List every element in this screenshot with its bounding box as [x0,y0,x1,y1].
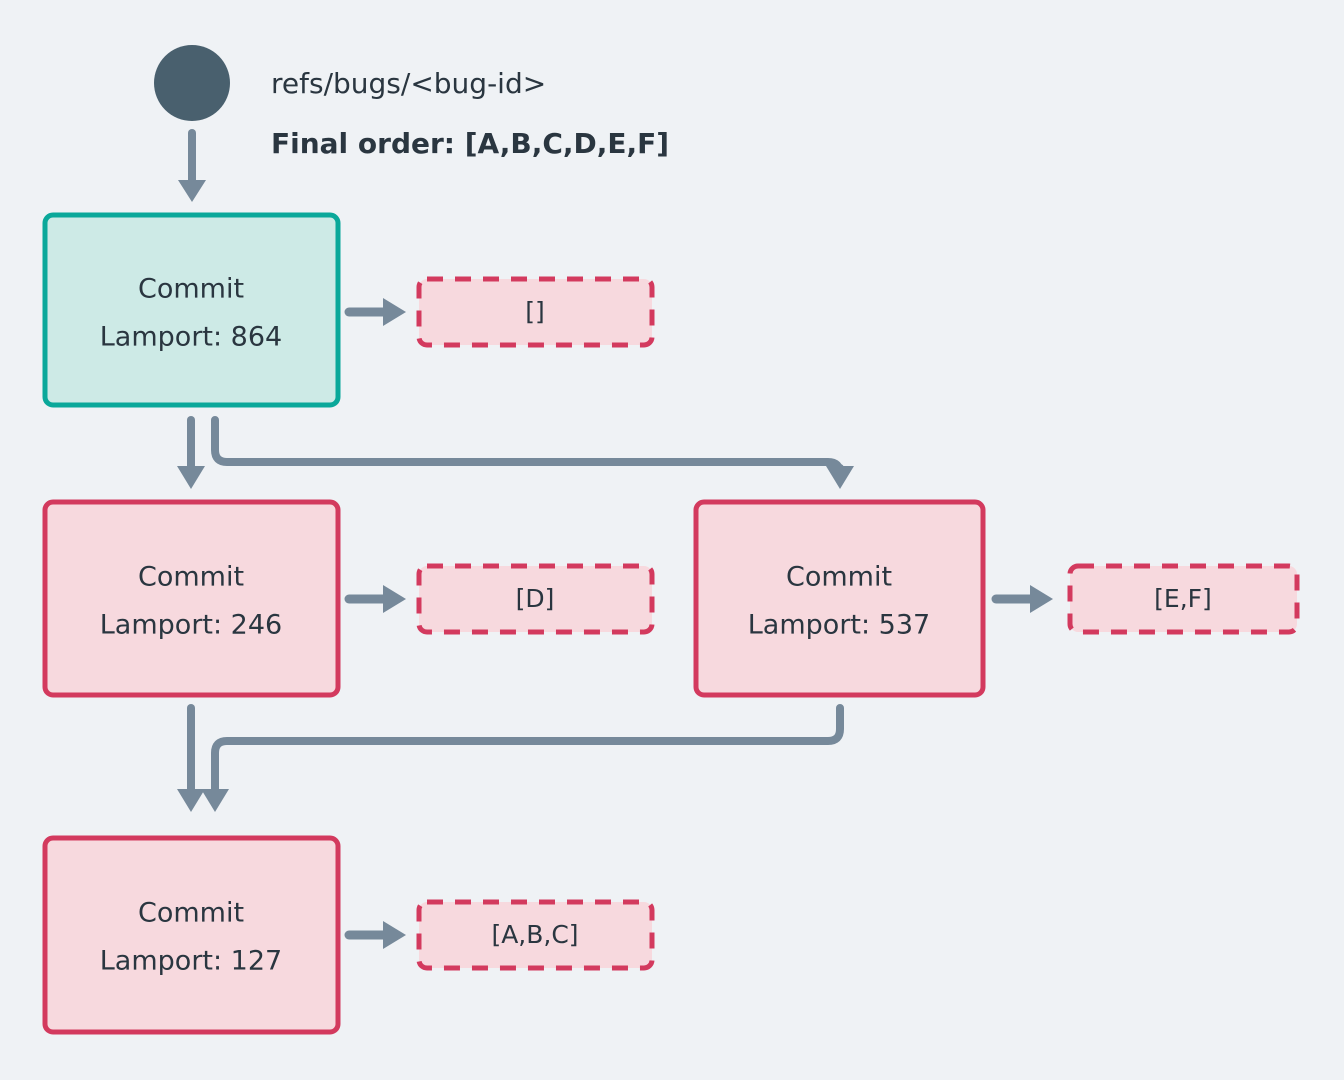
commit-box-537[interactable] [693,499,986,698]
ref-path-label: refs/bugs/<bug-id> [271,67,546,100]
queue-box-537[interactable] [1067,563,1300,635]
commit-title-537: Commit [786,562,892,593]
queue-node-246[interactable]: [D] [416,563,655,635]
commit-node-864[interactable]: Commit Lamport: 864 [42,212,341,408]
edge-commit-246-to-commit-127 [177,704,205,812]
queue-label-246: [D] [516,584,555,613]
commit-box-127[interactable] [42,835,341,1035]
queue-label-864: [] [525,297,545,326]
queue-box-127[interactable] [416,899,655,971]
commit-lamport-864: Lamport: 864 [100,322,282,353]
edge-commit-864-to-commit-537 [211,416,854,489]
commit-node-127[interactable]: Commit Lamport: 127 [42,835,341,1035]
queue-node-127[interactable]: [A,B,C] [416,899,655,971]
commit-box-864[interactable] [42,212,341,408]
commit-box-246[interactable] [42,499,341,698]
edge-commit-864-to-commit-246 [177,416,205,489]
commit-lamport-246: Lamport: 246 [100,610,282,641]
final-order-label: Final order: [A,B,C,D,E,F] [271,127,669,160]
queue-label-537: [E,F] [1154,584,1212,613]
root-commit-dot[interactable] [154,45,230,121]
commit-lamport-537: Lamport: 537 [748,610,930,641]
commit-title-864: Commit [138,274,244,305]
queue-box-246[interactable] [416,563,655,635]
edge-commit-127-to-queue [344,921,406,949]
edge-commit-537-to-commit-127 [201,704,844,812]
edge-commit-864-to-queue [344,298,406,326]
commit-node-537[interactable]: Commit Lamport: 537 [693,499,986,698]
queue-box-864[interactable] [416,276,655,348]
commit-title-127: Commit [138,898,244,929]
commit-title-246: Commit [138,562,244,593]
edge-root-to-commit-864 [178,129,206,202]
queue-label-127: [A,B,C] [491,920,578,949]
queue-node-537[interactable]: [E,F] [1067,563,1300,635]
commit-lamport-127: Lamport: 127 [100,946,282,977]
commit-node-246[interactable]: Commit Lamport: 246 [42,499,341,698]
edge-commit-537-to-queue [991,585,1053,613]
edge-commit-246-to-queue [344,585,406,613]
queue-node-864[interactable]: [] [416,276,655,348]
